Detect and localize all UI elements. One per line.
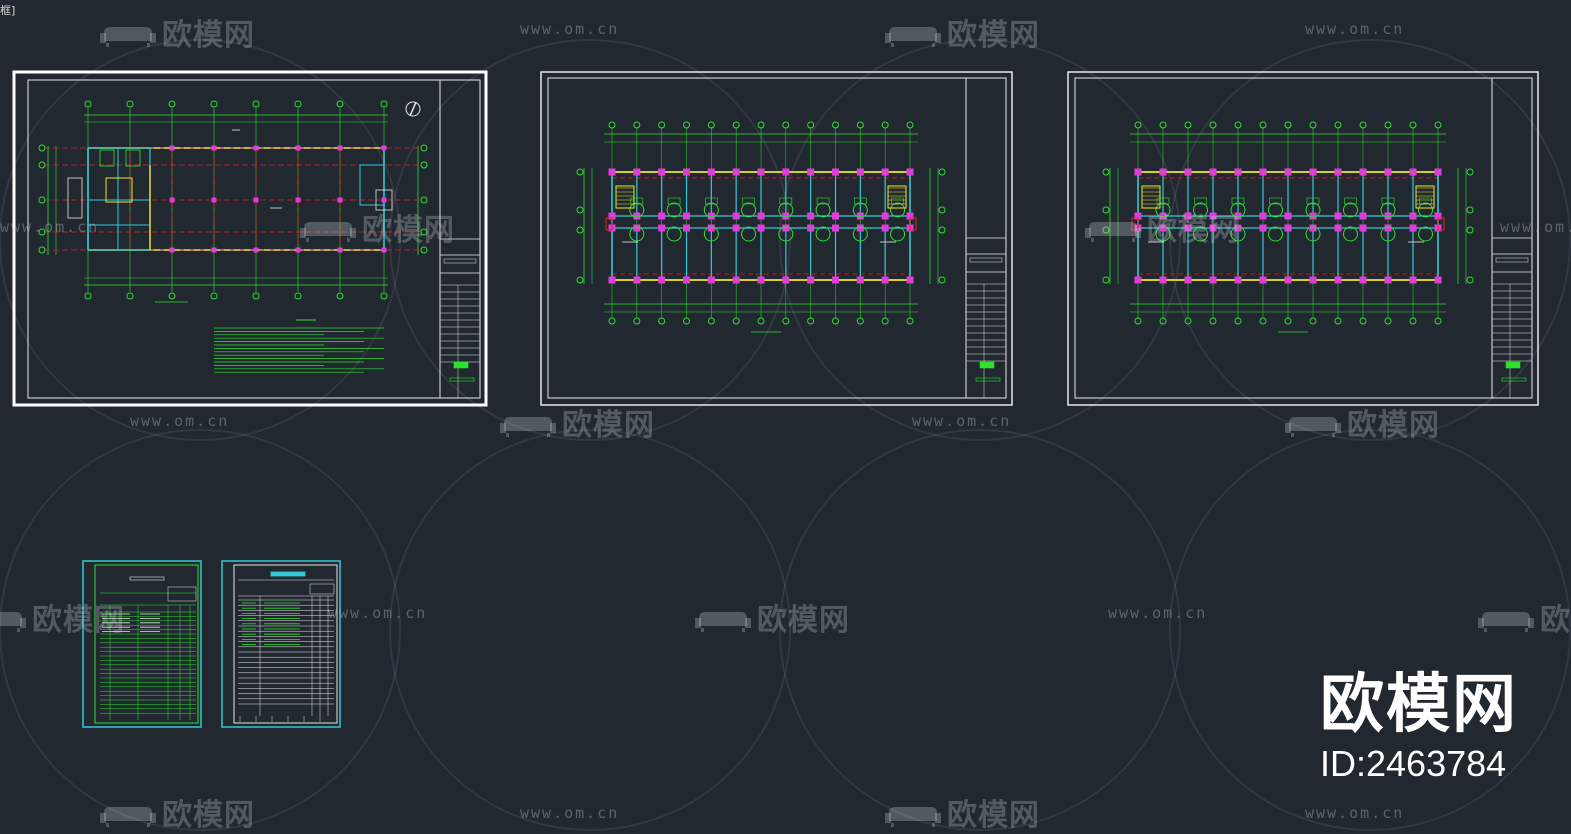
watermark-brand-text: 欧模网 [1347, 408, 1440, 443]
watermark-url: www.om.cn [1500, 218, 1571, 236]
sheet-frame-outer [221, 560, 341, 728]
north-arrow-needle [409, 101, 417, 117]
notes-table [238, 571, 335, 722]
title-block-rows [440, 238, 480, 398]
title-block-rows [966, 237, 1006, 398]
sheet-frame-inner [233, 564, 338, 724]
sheet-frame-outer [540, 71, 1013, 406]
watermark-url: www.om.cn [520, 20, 620, 38]
watermark-brand-text: 欧模网 [1540, 603, 1571, 638]
watermark-brand-text: 欧模网 [562, 408, 655, 443]
watermark-brand-text: 欧模网 [32, 603, 125, 638]
watermark-url: www.om.cn [520, 804, 620, 822]
command-line-fragment: 框] [0, 4, 16, 17]
brand-stamp: 欧模网 ID:2463784 [1320, 668, 1520, 786]
watermark-brand-text: 欧模网 [162, 798, 255, 833]
plan-walls [67, 129, 393, 253]
watermark-url: www.om.cn [1305, 804, 1405, 822]
drawing-sheet-floor-plan-3[interactable] [1067, 71, 1539, 406]
watermark-brand-text: 欧模网 [362, 213, 455, 248]
watermark-brand-text: 欧模网 [947, 18, 1040, 53]
watermark-url: www.om.cn [912, 412, 1012, 430]
drawing-sheet-ground-plan[interactable] [12, 70, 488, 407]
sheet-frame-outer [12, 70, 488, 407]
watermark-brand: 欧模网 [1478, 595, 1571, 639]
watermark-url: www.om.cn [130, 412, 230, 430]
drawing-sheet-notes[interactable] [221, 560, 341, 728]
index-table [100, 576, 197, 720]
watermark-brand: 欧模网 [0, 595, 125, 639]
watermark-brand: 欧模网 [885, 790, 1040, 834]
watermark-brand-text: 欧模网 [162, 18, 255, 53]
watermark-url: www.om.cn [0, 218, 100, 236]
watermark-url: www.om.cn [328, 604, 428, 622]
drawing-sheet-index[interactable] [82, 560, 202, 728]
title-block-rows [1492, 237, 1532, 398]
watermark-brand: 欧模网 [500, 400, 655, 444]
watermark-brand: 欧模网 [885, 10, 1040, 54]
watermark-circles [0, 39, 1571, 831]
model-id: ID:2463784 [1320, 743, 1507, 784]
watermark-brand: 欧模网 [1085, 205, 1240, 249]
watermark-brand: 欧模网 [100, 10, 255, 54]
dormitory-plan [1102, 121, 1474, 333]
watermark-brand: 欧模网 [1285, 400, 1440, 444]
sheet-frame-outer [1067, 71, 1539, 406]
drawing-sheet-floor-plan-2[interactable] [540, 71, 1013, 406]
watermark-brand-text: 欧模网 [947, 798, 1040, 833]
watermark-brand-text: 欧模网 [757, 603, 850, 638]
north-arrow-icon [405, 101, 421, 117]
watermark-brand: 欧模网 [300, 205, 455, 249]
brand-name: 欧模网 [1320, 668, 1518, 742]
watermark-url: www.om.cn [1305, 20, 1405, 38]
design-notes-text [155, 301, 384, 373]
sheet-frame-outer [82, 560, 202, 728]
watermark-url: www.om.cn [1108, 604, 1208, 622]
dormitory-plan [576, 121, 946, 333]
watermark-brand-text: 欧模网 [1147, 213, 1240, 248]
watermark-brand: 欧模网 [695, 595, 850, 639]
watermark-brand: 欧模网 [100, 790, 255, 834]
sheet-frame-inner [94, 564, 199, 724]
